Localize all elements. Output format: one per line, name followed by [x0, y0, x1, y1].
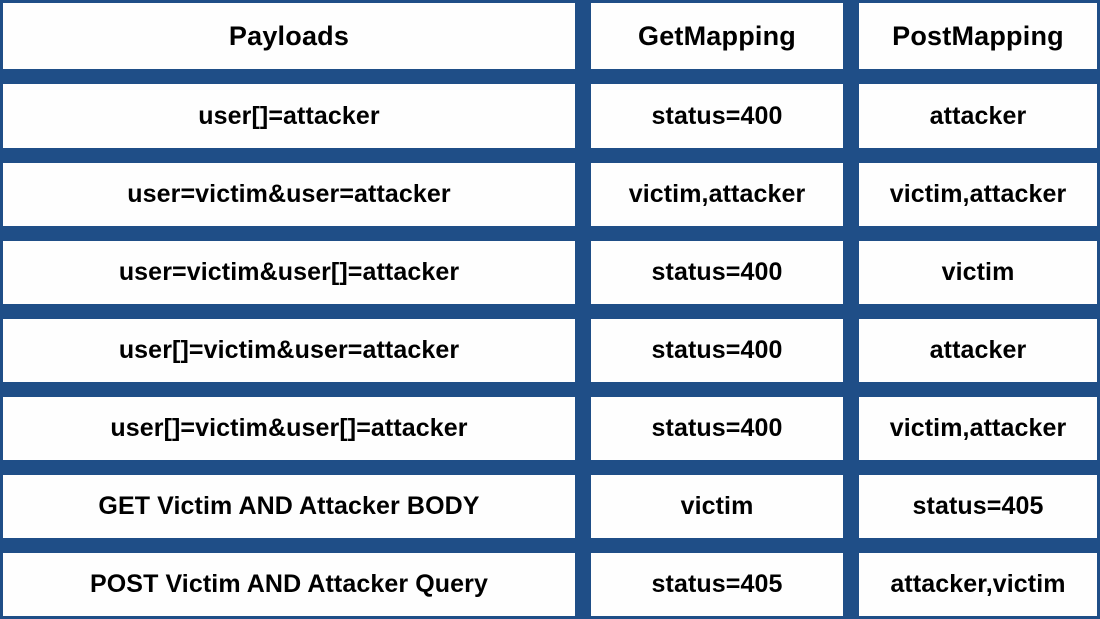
table-row: user=victim&user=attacker: [3, 163, 575, 226]
table-row: user=victim&user[]=attacker: [3, 241, 575, 304]
row-divider: [578, 151, 588, 160]
table-row: attacker,victim: [859, 553, 1097, 616]
table-row: victim: [859, 241, 1097, 304]
table-row: GET Victim AND Attacker BODY: [3, 475, 575, 538]
row-divider: [856, 307, 1100, 316]
row-divider: [856, 229, 1100, 238]
column-divider-1: [578, 160, 588, 229]
row-divider: [578, 541, 588, 550]
table-row: attacker: [859, 319, 1097, 382]
row-divider: [588, 151, 846, 160]
row-divider: [0, 151, 578, 160]
row-divider: [588, 385, 846, 394]
row-divider: [588, 463, 846, 472]
row-divider: [588, 72, 846, 81]
table-row: victim: [591, 475, 843, 538]
row-divider: [0, 463, 578, 472]
row-divider: [856, 463, 1100, 472]
column-divider-2: [846, 472, 856, 541]
row-divider: [846, 229, 856, 238]
column-divider-1: [578, 316, 588, 385]
column-divider-1: [578, 472, 588, 541]
row-divider: [0, 72, 578, 81]
table-row: status=400: [591, 397, 843, 460]
row-divider: [856, 541, 1100, 550]
column-header-payloads: Payloads: [3, 3, 575, 69]
row-divider: [846, 72, 856, 81]
table-row: user[]=attacker: [3, 84, 575, 148]
row-divider: [578, 463, 588, 472]
row-divider: [578, 72, 588, 81]
column-divider-2: [846, 160, 856, 229]
row-divider: [588, 307, 846, 316]
row-divider: [846, 151, 856, 160]
table-row: POST Victim AND Attacker Query: [3, 553, 575, 616]
table-row: status=400: [591, 319, 843, 382]
column-divider-2: [846, 316, 856, 385]
column-divider-2: [846, 394, 856, 463]
row-divider: [588, 541, 846, 550]
row-divider: [856, 72, 1100, 81]
row-divider: [0, 307, 578, 316]
row-divider: [578, 307, 588, 316]
row-divider: [588, 229, 846, 238]
row-divider: [846, 463, 856, 472]
row-divider: [856, 151, 1100, 160]
column-divider-1: [578, 238, 588, 307]
row-divider: [0, 229, 578, 238]
table-row: status=405: [859, 475, 1097, 538]
table-row: status=400: [591, 241, 843, 304]
column-divider-2: [846, 0, 856, 72]
row-divider: [0, 385, 578, 394]
table-row: attacker: [859, 84, 1097, 148]
column-header-postmapping: PostMapping: [859, 3, 1097, 69]
row-divider: [578, 385, 588, 394]
column-divider-1: [578, 550, 588, 619]
table-row: status=405: [591, 553, 843, 616]
row-divider: [578, 229, 588, 238]
table-row: victim,attacker: [591, 163, 843, 226]
table-row: user[]=victim&user=attacker: [3, 319, 575, 382]
column-divider-2: [846, 550, 856, 619]
row-divider: [846, 385, 856, 394]
column-divider-2: [846, 238, 856, 307]
row-divider: [846, 307, 856, 316]
column-divider-1: [578, 0, 588, 72]
column-header-getmapping: GetMapping: [591, 3, 843, 69]
row-divider: [846, 541, 856, 550]
row-divider: [0, 541, 578, 550]
table-row: user[]=victim&user[]=attacker: [3, 397, 575, 460]
table-row: status=400: [591, 84, 843, 148]
row-divider: [856, 385, 1100, 394]
column-divider-2: [846, 81, 856, 151]
column-divider-1: [578, 81, 588, 151]
column-divider-1: [578, 394, 588, 463]
table-row: victim,attacker: [859, 163, 1097, 226]
table-row: victim,attacker: [859, 397, 1097, 460]
